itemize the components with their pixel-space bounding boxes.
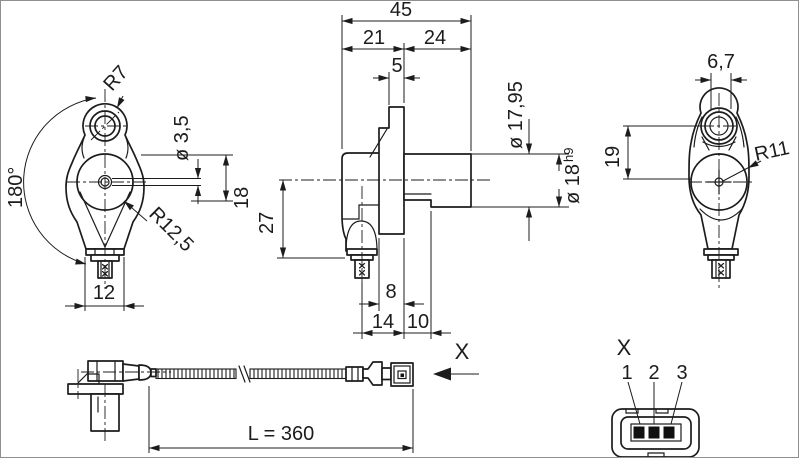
cable-corrugation bbox=[155, 368, 237, 380]
dim-180deg-label: 180° bbox=[5, 167, 27, 208]
back-view: 6,7 19 R11 bbox=[602, 51, 791, 289]
side-barrel bbox=[403, 153, 472, 208]
dim-67-label: 6,7 bbox=[707, 51, 735, 73]
cable-corrugation bbox=[249, 368, 347, 380]
connector-pin-3 bbox=[663, 426, 675, 439]
dim-12-label: 12 bbox=[93, 282, 115, 304]
dim-dia1795-label: ø 17,95 bbox=[505, 81, 527, 149]
dim-5-label: 5 bbox=[391, 55, 402, 77]
dim-r11-label: R11 bbox=[752, 137, 791, 166]
dim-length-label: L = 360 bbox=[248, 423, 315, 445]
pin-2-label: 2 bbox=[648, 362, 659, 384]
dim-27-label: 27 bbox=[256, 212, 278, 234]
dim-8-label: 8 bbox=[385, 281, 396, 303]
dim-45-label: 45 bbox=[390, 1, 412, 21]
connector-pin-2 bbox=[648, 426, 660, 439]
dim-10-label: 10 bbox=[407, 311, 429, 333]
side-view: 45 21 24 5 ø 17,95 ø 18h9 27 8 bbox=[256, 1, 584, 339]
dim-dia18-label: ø 18h9 bbox=[561, 148, 584, 205]
pin-1-label: 1 bbox=[621, 362, 632, 384]
side-body-outline bbox=[341, 152, 380, 252]
cable-grommet bbox=[138, 364, 152, 381]
pin-3-label: 3 bbox=[676, 362, 687, 384]
front-view: 180° R7 R12,5 ø 3,5 18 12 bbox=[5, 62, 253, 311]
side-flange bbox=[378, 106, 405, 235]
cable-assembly-view: X L = 360 bbox=[67, 339, 479, 453]
connector-detail-view: X 1 2 3 bbox=[611, 335, 700, 457]
dim-19-label: 19 bbox=[602, 146, 624, 168]
front-shell-outline bbox=[65, 103, 145, 250]
connector-cavity bbox=[620, 416, 692, 450]
view-x-arrow-label: X bbox=[455, 339, 470, 364]
detail-x-label: X bbox=[617, 335, 632, 360]
dim-18-label: 18 bbox=[231, 187, 253, 209]
dim-r12-label: R12,5 bbox=[144, 203, 197, 256]
dim-21-label: 21 bbox=[363, 27, 385, 49]
dim-r7-label: R7 bbox=[99, 62, 132, 96]
cable-sensor-body bbox=[87, 360, 124, 382]
dim-24-label: 24 bbox=[424, 27, 446, 49]
dim-hole-dia-label: ø 3,5 bbox=[171, 115, 193, 161]
connector-pin-1 bbox=[633, 426, 645, 439]
dim-14-label: 14 bbox=[372, 311, 394, 333]
